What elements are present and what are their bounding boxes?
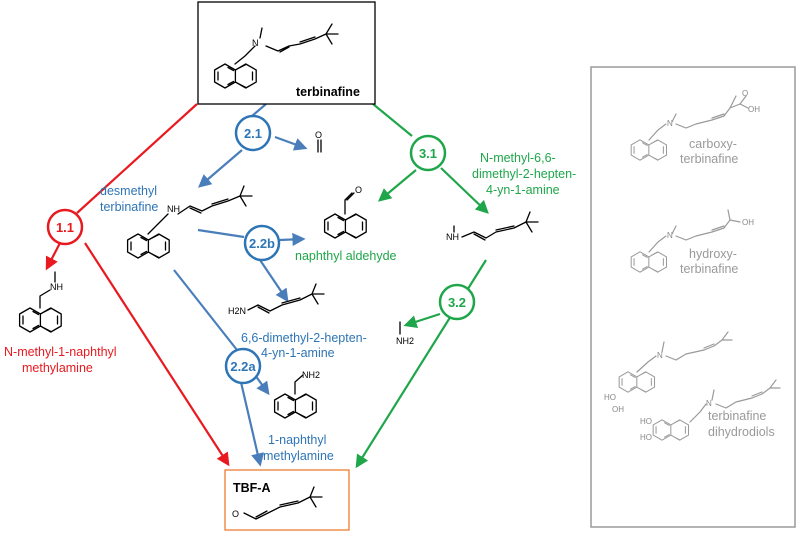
arrow-blue-to-aminoheptenyne (259, 259, 289, 303)
step-circle-1-1[interactable] (46, 208, 84, 246)
carboxy-label-line2: terbinafine (680, 152, 738, 166)
arrow-blue-to-tbfa (238, 377, 265, 467)
hydroxy-label-line1: hydroxy- (689, 247, 737, 261)
arrow-green-to-aldehyde (377, 169, 417, 202)
aminoheptenyne-label-line2: 4-yn-1-amine (261, 346, 335, 360)
step-circle-3-2[interactable] (438, 283, 476, 321)
aldehyde-o-atom: O (355, 185, 362, 195)
desmethyl-nh-atom: NH (167, 204, 180, 214)
aminoheptenyne-h2n-atom: H2N (228, 306, 246, 316)
dihydrodiol1-ho-atom: HO (604, 393, 616, 402)
dihydrodiol2-ho-atom: HO (640, 417, 652, 426)
dihydrodiol1-oh-atom: OH (612, 405, 624, 414)
aminoheptenyne-structure (247, 283, 325, 314)
pathway-arrows (45, 103, 489, 469)
terbinafine-n-atom: N (252, 38, 259, 48)
step-label-2-2a: 2.2a (230, 359, 256, 374)
carboxy-n-atom: N (667, 119, 673, 128)
arrow-blue-to-aldehyde (279, 232, 306, 247)
tbfa-o-atom: O (232, 509, 239, 519)
arrow-blue-to-desmethyl (197, 149, 243, 188)
naphthylmethylamine-label-line2: methylamine (263, 449, 334, 463)
nmethyl-heptenynamine-label-line3: 4-yn-1-amine (486, 183, 560, 197)
step-circle-2-2a[interactable] (224, 347, 262, 385)
step-label-2-2b: 2.2b (249, 236, 275, 251)
terbinafine-structure (213, 23, 339, 89)
step-label-2-1: 2.1 (244, 126, 262, 141)
tbfa-box (224, 469, 350, 531)
dihydrodiol1-n-atom: N (657, 351, 663, 360)
desmethyl-label-line2: terbinafine (100, 200, 158, 214)
hydroxy-label-line2: terbinafine (680, 262, 738, 276)
formaldehyde-o-atom: O (315, 130, 322, 140)
aminoheptenyne-label-line1: 6,6-dimethyl-2-hepten- (241, 331, 367, 345)
dihydrodiol2-ho2-atom: HO (640, 433, 652, 442)
desmethyl-label-line1: desmethyl (100, 184, 157, 198)
nmethyl-hept-nh-atom: NH (446, 232, 459, 242)
methylamine-nh2-atom: NH2 (396, 336, 414, 346)
carboxy-label-line1: carboxy- (689, 137, 737, 151)
dihydrodiol2-n-atom: N (706, 399, 712, 408)
nmethyl-naphthylmethylamine-label-line1: N-methyl-1-naphthyl (4, 345, 117, 359)
arrow-blue-main (251, 103, 267, 117)
nmethyl-heptenynamine-label-line2: dimethyl-2-hepten- (472, 167, 576, 181)
nmethyl-naphthylmethylamine-label-line2: methylamine (22, 361, 93, 375)
step-circle-2-2b[interactable] (243, 224, 281, 262)
naphthyl-aldehyde-structure (323, 192, 367, 239)
step-label-3-1: 3.1 (419, 146, 437, 161)
arrow-blue-to-naphthylmethylamine (254, 374, 270, 396)
nmethyl-naph-nh-atom: NH (50, 282, 63, 292)
step-label-3-2: 3.2 (448, 295, 466, 310)
arrow-green-to-methylamine (403, 312, 441, 329)
formaldehyde-structure (317, 139, 322, 153)
hydroxy-terbinafine-structure (630, 209, 741, 273)
arrow-red-main (76, 103, 198, 214)
step-circles (46, 114, 476, 385)
dihydrodiol-structure-1 (618, 331, 733, 393)
step-label-1-1: 1.1 (56, 220, 74, 235)
hydroxy-oh-atom: OH (742, 218, 754, 227)
carboxy-terbinafine-structure (630, 95, 749, 161)
dihydrodiol-label-line2: dihydrodiols (708, 425, 775, 439)
arrow-blue-to-formaldehyde (274, 135, 308, 151)
terbinafine-label: terbinafine (296, 85, 360, 99)
arrow-green-to-nmethylamine (440, 167, 489, 214)
nmethyl-naphthylmethylamine-structure (18, 271, 62, 333)
naphthylmethylamine-nh2-atom: NH2 (302, 370, 320, 380)
arrow-blue-to-22a (173, 269, 238, 351)
tbfa-structure (243, 486, 323, 520)
arrow-green-main (372, 103, 413, 137)
naphthyl-aldehyde-label: naphthyl aldehyde (295, 249, 397, 263)
naphthylmethylamine-label-line1: 1-naphthyl (268, 433, 326, 447)
carboxy-o-atom: O (742, 89, 748, 98)
side-panel-box (590, 66, 796, 528)
step-circle-2-1[interactable] (234, 114, 272, 152)
tbfa-label: TBF-A (233, 481, 271, 495)
arrow-red-to-tbfa (84, 242, 230, 467)
nmethyl-heptenynamine-structure (453, 211, 539, 241)
desmethyl-terbinafine-structure (126, 185, 253, 259)
nmethyl-heptenynamine-label-line1: N-methyl-6,6- (480, 151, 556, 165)
dihydrodiol-structure-2 (652, 379, 781, 441)
step-circle-3-1[interactable] (409, 134, 447, 172)
hydroxy-n-atom: N (667, 231, 673, 240)
dihydrodiol-label-line1: terbinafine (708, 409, 766, 423)
arrow-red-to-nmethylamine (45, 242, 61, 271)
naphthylmethylamine-structure (273, 374, 317, 419)
carboxy-oh-atom: OH (748, 105, 760, 114)
arrow-blue-to-22b (197, 228, 245, 239)
